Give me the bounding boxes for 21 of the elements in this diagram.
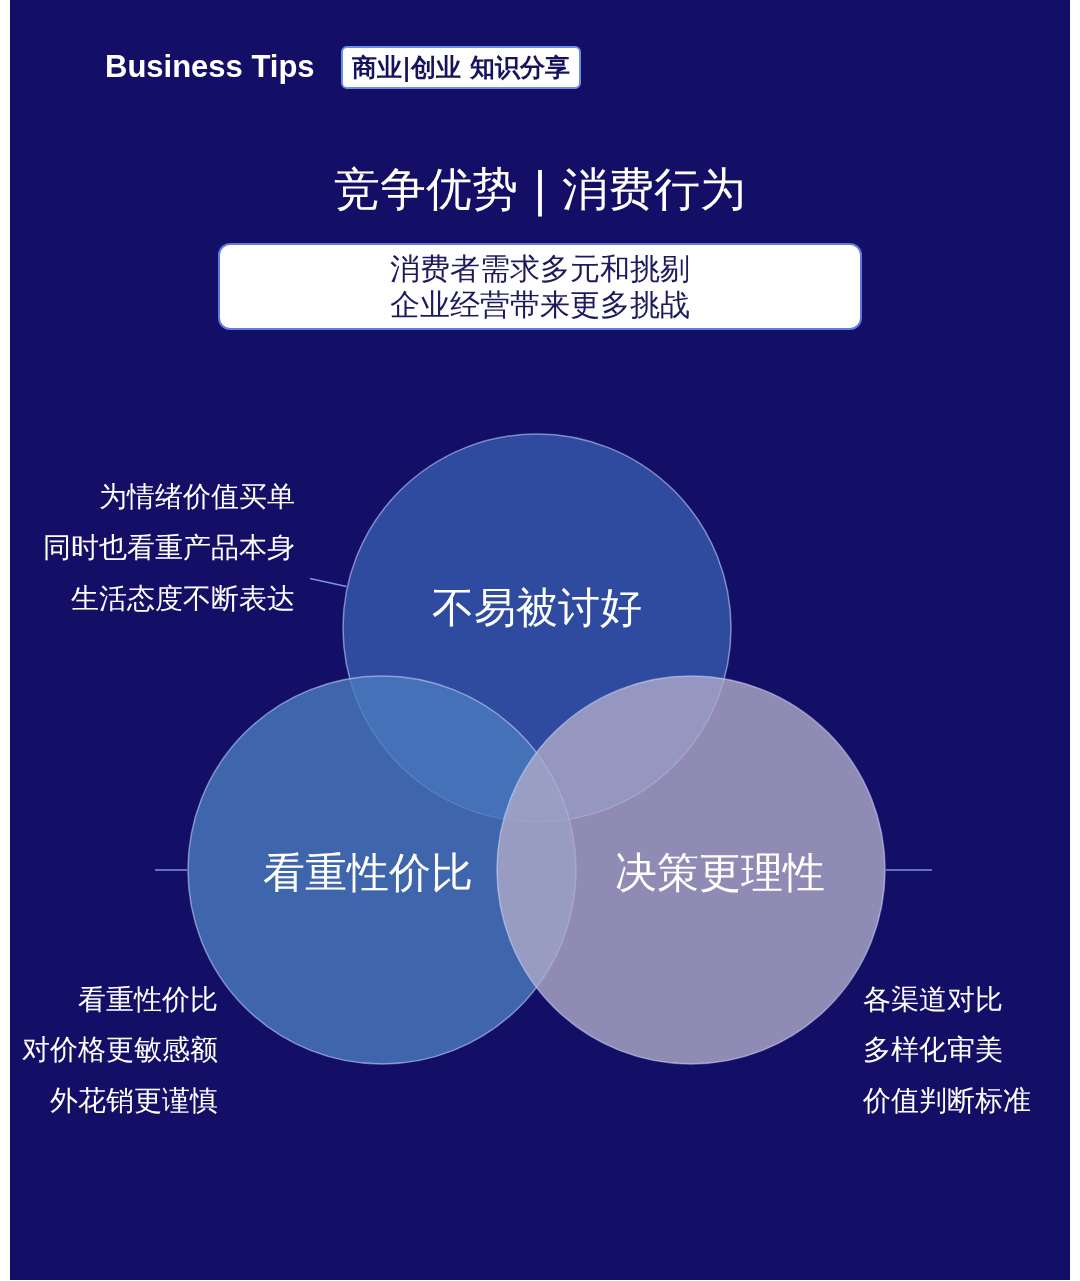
note-text: 各渠道对比 [863,983,1003,1017]
note-text: 为情绪价值买单 [99,480,295,514]
circle-label: 决策更理性 [615,847,825,899]
header-tag: 商业|创业 知识分享 [341,46,581,89]
note-text: 看重性价比 [78,983,218,1017]
subtitle-box [218,243,862,330]
note-text: 对价格更敏感额 [22,1033,218,1067]
header-text: Business Tips [105,48,315,86]
note-text: 外花销更谨慎 [50,1084,218,1118]
leader-line [309,577,348,588]
note-text: 同时也看重产品本身 [43,531,295,565]
circle-label: 看重性价比 [263,847,473,899]
note-text: 多样化审美 [863,1033,1003,1067]
leader-line [885,869,933,871]
subtitle-text: 企业经营带来更多挑战 [390,286,690,323]
circle-label: 不易被讨好 [432,582,642,634]
page-title: 竞争优势 | 消费行为 [333,161,747,218]
note-text: 价值判断标准 [863,1084,1031,1118]
subtitle-text: 消费者需求多元和挑剔 [390,250,690,287]
leader-line [154,869,188,871]
note-text: 生活态度不断表达 [71,582,295,616]
